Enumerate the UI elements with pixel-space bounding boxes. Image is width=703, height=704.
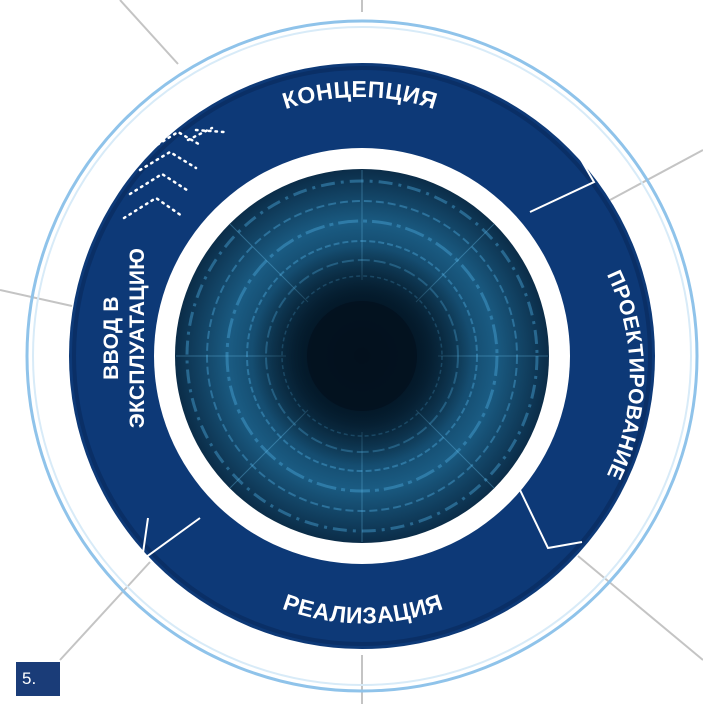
connector-line-right-top — [609, 149, 703, 201]
stage-label-commissioning-line2: ЭКСПЛУАТАЦИЮ — [126, 248, 149, 428]
connector-line-right-bottom — [577, 555, 703, 661]
stage-label-commissioning-line1: ВВОД В — [100, 296, 123, 380]
digital-tunnel-image — [175, 169, 549, 543]
stage-label-commissioning: ВВОД В ЭКСПЛУАТАЦИЮ — [100, 248, 149, 428]
outer-ring-inner — [32, 26, 692, 686]
chevron-dots-decoration — [122, 126, 226, 220]
outer-ring — [25, 19, 699, 693]
divider-design-implementation — [519, 489, 583, 550]
page-number-badge: 5. — [16, 662, 60, 696]
connector-line-top-left — [119, 0, 179, 65]
connector-line-bottom-left — [59, 561, 151, 661]
divider-concept-design — [529, 157, 596, 213]
connector-line-left — [0, 289, 73, 307]
process-ring-edge — [72, 66, 652, 646]
stage-dividers — [140, 157, 596, 563]
divider-implementation-commissioning — [140, 517, 201, 563]
